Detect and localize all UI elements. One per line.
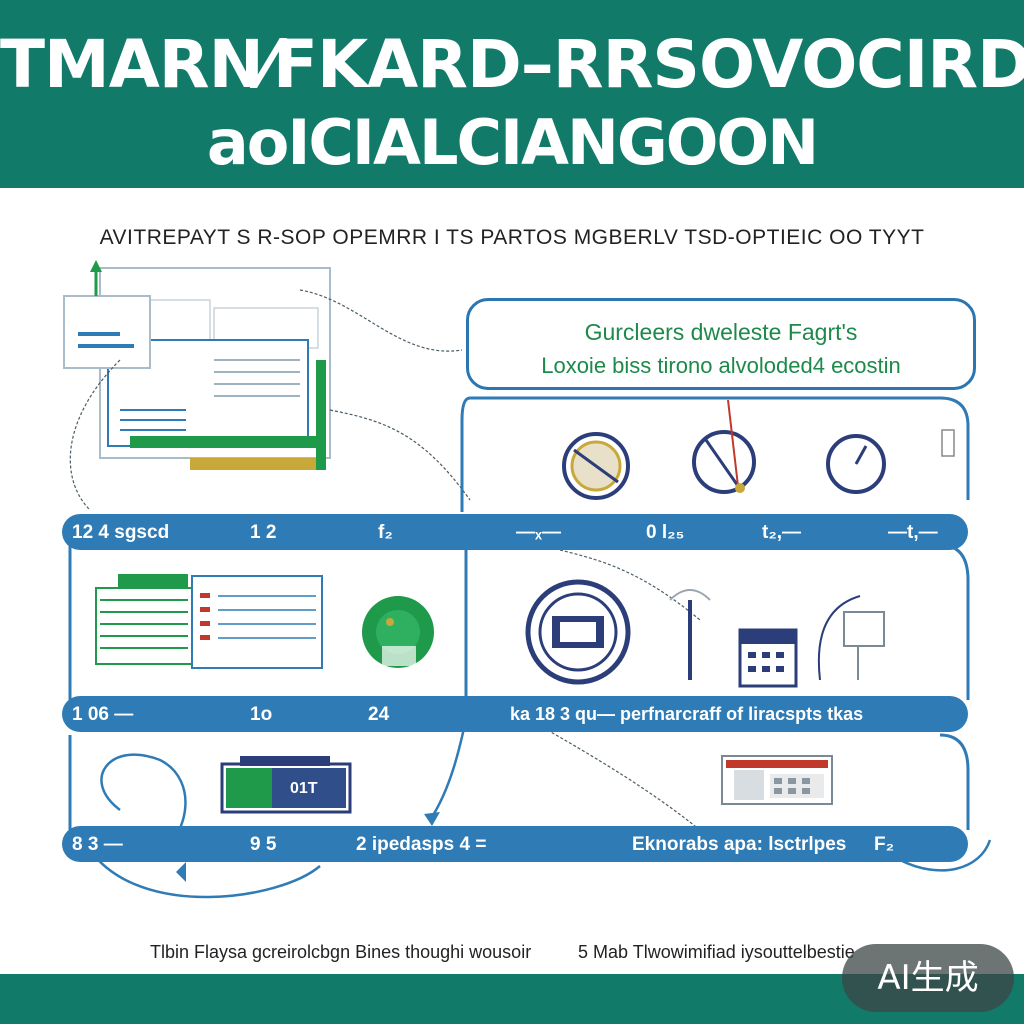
antenna-icon	[669, 589, 711, 680]
connector-lines	[69, 289, 701, 831]
header-banner: TMARN⁄FKARD–RRSOVOCIRD aoICIALCIANGOON	[0, 0, 1024, 188]
band-1-label-6: t₂,—	[762, 522, 802, 543]
globe-icon	[362, 596, 434, 668]
band-3-label-3: 2 ipedasps 4 =	[356, 834, 487, 855]
building-icon	[721, 755, 833, 805]
band-row-1	[62, 514, 968, 550]
band-3-label-4: Eknorabs apa: lsctrlpes	[632, 834, 847, 855]
document-stack-icon	[63, 260, 331, 470]
ai-generated-badge: AI生成	[842, 944, 1014, 1012]
clock-icon	[826, 434, 886, 494]
band-3-label-5: F₂	[874, 834, 895, 855]
title-line-1: TMARN⁄FKARD–RRSOVOCIRD	[0, 26, 1024, 103]
callout-line-2: Loxoie biss tirono alvoloded4 ecostin	[541, 353, 901, 378]
band-1-label-2: 1 2	[250, 522, 277, 543]
band-1-label-5: 0 l₂₅	[646, 522, 685, 543]
calendar-icon	[738, 628, 798, 688]
band-1-label-4: —ₓ—	[516, 522, 561, 543]
band-2-label-3: 24	[368, 704, 390, 725]
seal-icon	[525, 579, 631, 685]
subtitle: AVITREPAYT S R-SOP OPEMRR I TS PARTOS MG…	[99, 226, 925, 249]
band-3-label-2: 9 5	[250, 834, 277, 855]
band-row-3	[62, 826, 968, 862]
title-line-2: aoICIALCIANGOON	[206, 106, 819, 179]
band-1-label-3: f₂	[378, 522, 393, 543]
band-3-label-1: 8 3 —	[72, 834, 123, 855]
callout-box: Gurcleers dweleste Fagrt's Loxoie biss t…	[466, 298, 976, 390]
footer-right-text: 5 Mab Tlwowimifiad iysouttelbestie	[578, 942, 855, 962]
callout-line-1: Gurcleers dweleste Fagrt's	[584, 319, 858, 345]
band-1-label-7: —t,—	[888, 522, 938, 543]
band-1-label-1: 12 4 sgscd	[72, 522, 170, 543]
gauge-icon	[692, 399, 756, 494]
band-2-label-2: 1o	[250, 704, 273, 725]
monitor-display-number: 01T	[290, 780, 318, 797]
monitor-panel-icon	[220, 756, 352, 814]
spreadsheet-icon	[95, 574, 323, 669]
band-2-label-4: ka 18 3 qu— perfnarcraff of liracspts tk…	[510, 704, 864, 724]
sign-board-icon	[817, 595, 885, 681]
footer-left-text: Tlbin Flaysa gcreirolcbgn Bines thoughi …	[150, 942, 532, 962]
band-row-2	[62, 696, 968, 732]
band-2-label-1: 1 06 —	[72, 704, 134, 725]
compass-icon	[562, 432, 630, 500]
